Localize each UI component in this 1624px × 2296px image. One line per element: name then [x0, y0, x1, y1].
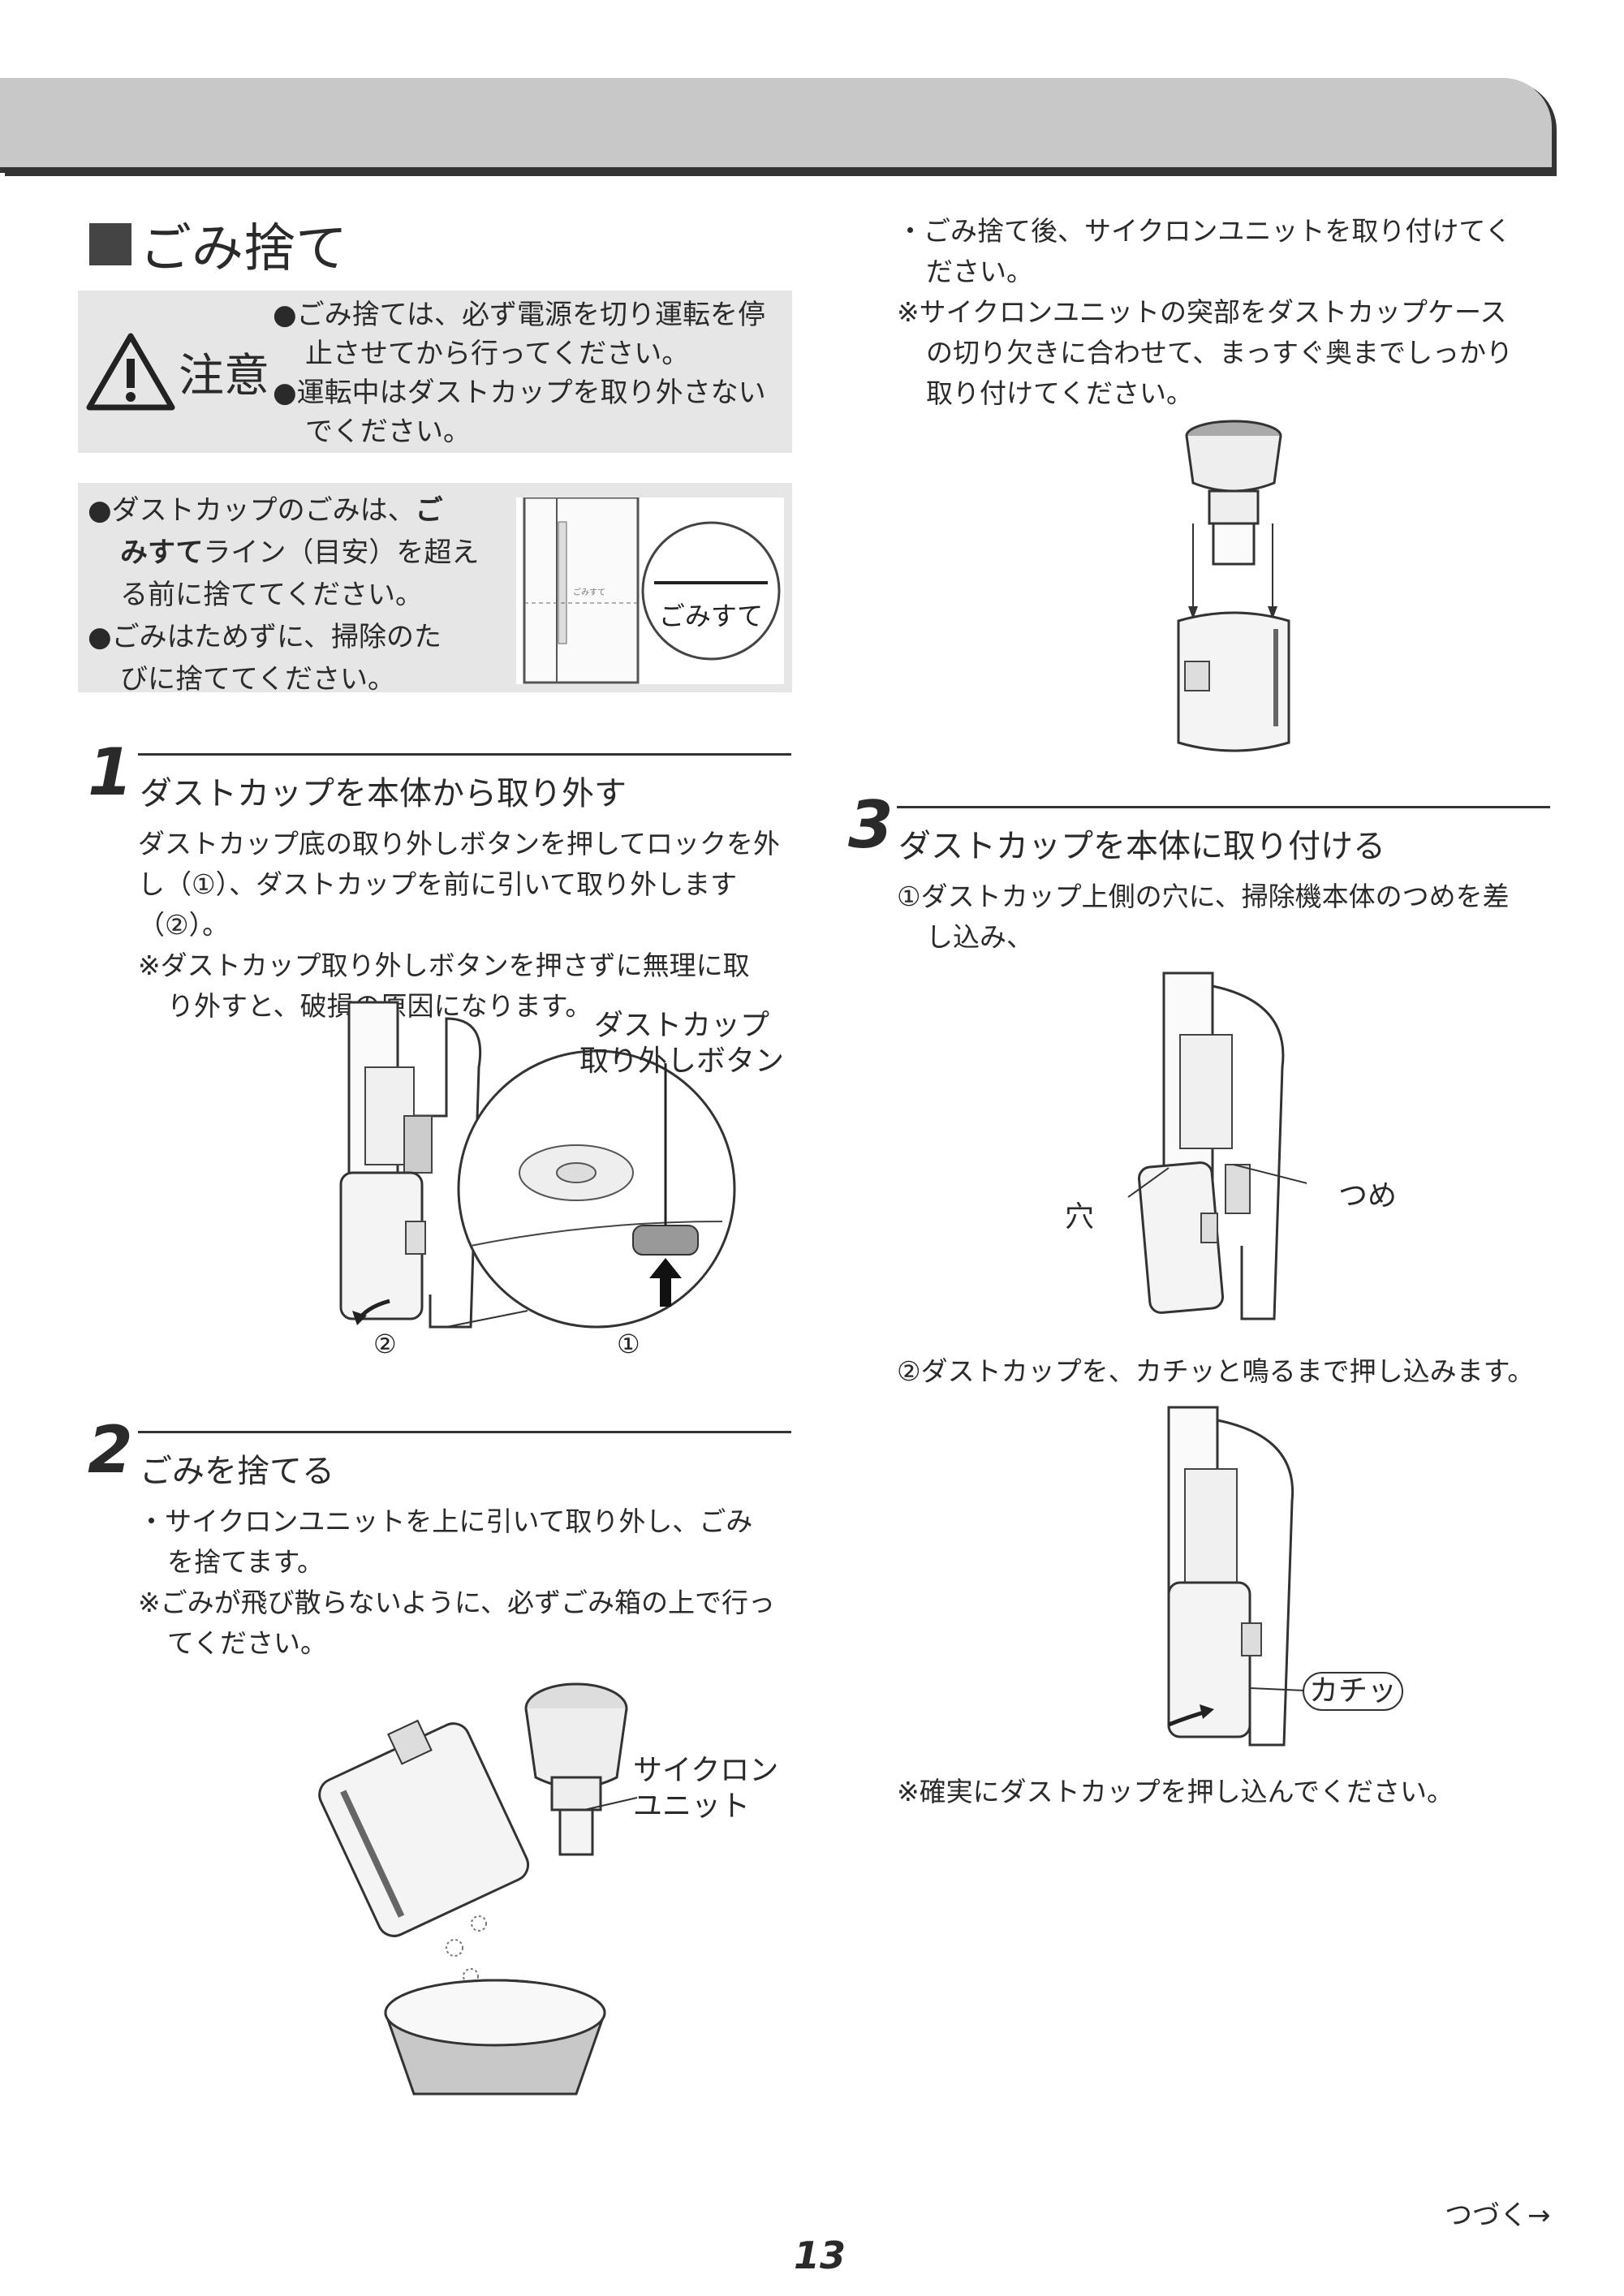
right-intro-line: 取り付けてください。 — [926, 377, 1194, 409]
caution-line: 止させてから行ってください。 — [305, 338, 690, 370]
section-title: ごみ捨て — [89, 207, 347, 282]
step3-sub1-line: し込み、 — [926, 921, 1033, 953]
continue-label: つづく→ — [1445, 2199, 1551, 2232]
step2-callout: サイクロン ユニット — [633, 1753, 779, 1824]
caution-line: ●ごみ捨ては、必ず電源を切り運転を停 — [273, 299, 765, 331]
step1-rule — [138, 753, 791, 756]
step1-figure: ② ① — [339, 1001, 736, 1359]
caution-heading: 注意 — [86, 333, 269, 411]
step2-number: 2 — [88, 1412, 133, 1488]
caution-box: 注意 ●ごみ捨ては、必ず電源を切り運転を停 止させてから行ってください。 ●運転… — [78, 291, 792, 453]
dust-line-figure: ごみすて ごみすて — [516, 498, 784, 684]
title-square-icon — [89, 223, 131, 265]
step2-body: ・サイクロンユニットを上に引いて取り外し、ごみ を捨てます。 ※ごみが飛び散らな… — [138, 1501, 795, 1664]
note-line: ●ダストカップのごみは、ご — [88, 494, 443, 527]
caution-text: ●ごみ捨ては、必ず電源を切り運転を停 止させてから行ってください。 ●運転中はダ… — [273, 295, 766, 451]
step3-figure-a — [1127, 971, 1307, 1320]
step3-figure-b — [1167, 1406, 1306, 1747]
right-intro-line: ・ごみ捨て後、サイクロンユニットを取り付けてく — [897, 215, 1512, 247]
step3-title: ダストカップを本体に取り付ける — [898, 828, 1385, 865]
note-text: ●ダストカップのごみは、ご みすてライン（目安）を超え る前に捨ててください。 … — [88, 489, 479, 700]
step3-note: ※確実にダストカップを押し込んでください。 — [897, 1776, 1454, 1807]
step1-callout-line: ダストカップ — [593, 1009, 769, 1042]
claw-label: つめ — [1338, 1179, 1397, 1213]
right-intro-line: ※サイクロンユニットの突部をダストカップケース — [897, 296, 1507, 328]
right-intro-line: の切り欠きに合わせて、まっすぐ奥までしっかり — [926, 337, 1514, 368]
scale-text: ごみすて — [573, 587, 605, 597]
step2-title: ごみを捨てる — [140, 1453, 334, 1490]
caution-line: ●運転中はダストカップを取り外さない — [273, 377, 766, 409]
step2-line: てください。 — [167, 1627, 328, 1659]
gomisute-label: ごみすて — [659, 601, 763, 631]
step1-body: ダストカップ底の取り外しボタンを押してロックを外 し（①）、ダストカップを前に引… — [138, 824, 795, 1027]
step2-callout-line: ユニット — [633, 1790, 751, 1823]
step1-title: ダストカップを本体から取り外す — [140, 775, 627, 812]
header-bar — [0, 78, 1552, 173]
hole-label: 穴 — [1064, 1200, 1094, 1234]
step3-sub1: ①ダストカップ上側の穴に、掃除機本体のつめを差 し込み、 — [897, 877, 1562, 958]
caution-line: でください。 — [305, 416, 471, 448]
step2-line: を捨てます。 — [167, 1546, 325, 1578]
step1-callout-line: 取り外しボタン — [579, 1045, 784, 1078]
step1-number: 1 — [88, 734, 133, 810]
step2-figure — [318, 1682, 638, 2096]
cyclone-assembly-figure — [1177, 420, 1290, 752]
note-line: ●ごみはためずに、掃除のた — [88, 621, 442, 653]
step1-line: ダストカップ底の取り外しボタンを押してロックを外 — [138, 828, 781, 859]
step1-line: ※ダストカップ取り外しボタンを押さずに無理に取 — [138, 950, 750, 981]
step1-callout: ダストカップ 取り外しボタン — [560, 1008, 803, 1079]
step2-line: ※ごみが飛び散らないように、必ずごみ箱の上で行っ — [138, 1587, 776, 1618]
step3-rule — [897, 806, 1550, 808]
note-line: みすてライン（目安）を超え — [120, 536, 480, 569]
step1-line: し（①）、ダストカップを前に引いて取り外します（②）。 — [138, 868, 738, 941]
step2-callout-line: サイクロン — [633, 1754, 779, 1787]
click-label: カチッ — [1303, 1672, 1403, 1711]
caution-label: 注意 — [179, 349, 269, 403]
step1-marker-1: ① — [617, 1329, 640, 1359]
note-box: ●ダストカップのごみは、ご みすてライン（目安）を超え る前に捨ててください。 … — [78, 483, 792, 696]
note-line: る前に捨ててください。 — [120, 579, 423, 611]
step3-sub1-line: ①ダストカップ上側の穴に、掃除機本体のつめを差 — [897, 881, 1510, 912]
section-title-text: ごみ捨て — [140, 219, 347, 279]
warning-triangle-icon — [86, 333, 175, 411]
step3-sub2: ②ダストカップを、カチッと鳴るまで押し込みます。 — [897, 1355, 1535, 1387]
step3-number: 3 — [848, 787, 894, 863]
step2-rule — [138, 1431, 791, 1433]
page-number: 13 — [794, 2234, 846, 2277]
right-intro-line: ださい。 — [926, 256, 1033, 287]
right-intro: ・ごみ捨て後、サイクロンユニットを取り付けてく ださい。 ※サイクロンユニットの… — [897, 211, 1562, 414]
note-line: びに捨ててください。 — [120, 663, 395, 696]
step1-marker-2: ② — [373, 1329, 397, 1359]
step2-line: ・サイクロンユニットを上に引いて取り外し、ごみ — [138, 1506, 753, 1537]
